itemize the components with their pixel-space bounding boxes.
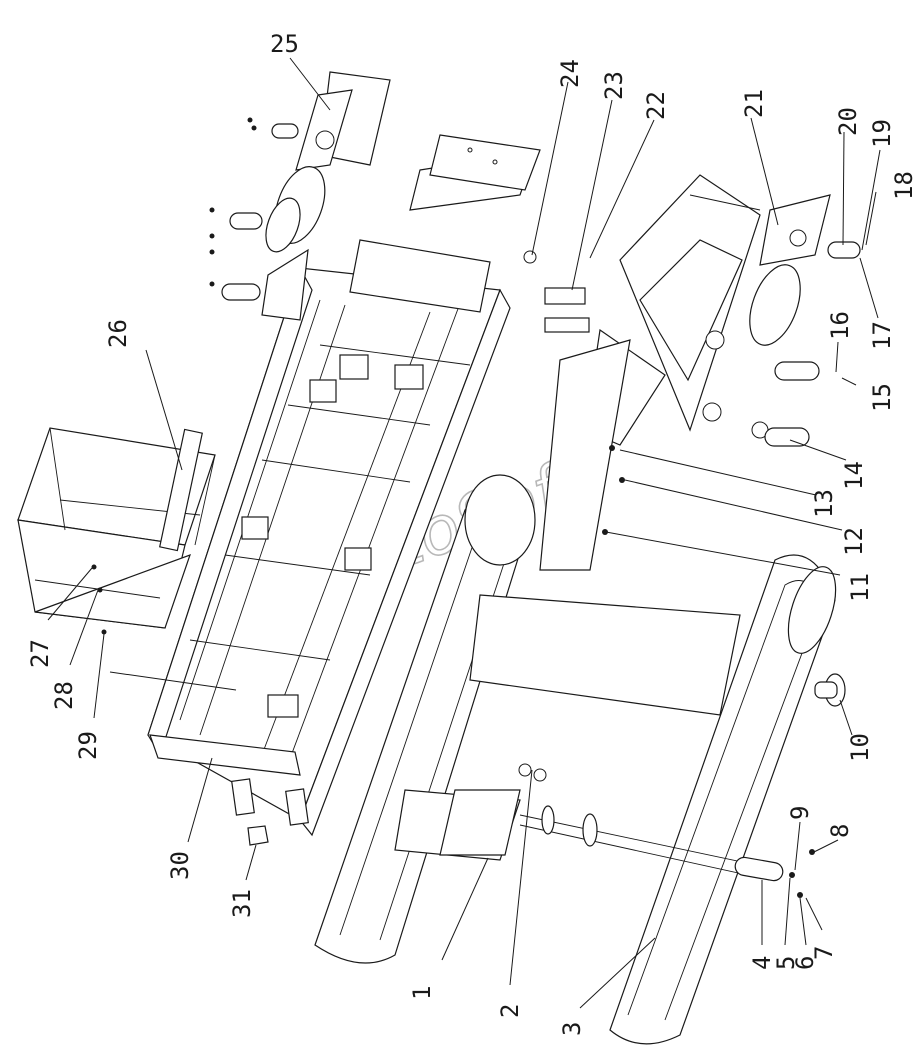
callout-26: 26	[104, 319, 132, 348]
callout-11: 11	[846, 573, 874, 602]
axle-hardware	[91, 250, 846, 898]
callout-27: 27	[26, 639, 54, 668]
leader-lines	[47, 57, 881, 1009]
cylinder-assembly-left	[209, 71, 391, 321]
callout-8: 8	[826, 824, 854, 838]
cylinder-assembly-right	[539, 174, 861, 571]
callout-16: 16	[826, 311, 854, 340]
callout-10: 10	[846, 733, 874, 762]
callout-1: 1	[408, 986, 436, 1000]
callout-24: 24	[556, 59, 584, 88]
callout-25: 25	[270, 30, 299, 58]
callout-labels: 1 2 3 4 5 6 7 8 9 10 11 12 13 14 15 16 1…	[26, 30, 918, 1036]
callout-30: 30	[166, 851, 194, 880]
callout-17: 17	[868, 321, 896, 350]
main-frame	[147, 134, 541, 837]
callout-23: 23	[600, 71, 628, 100]
callout-31: 31	[228, 889, 256, 918]
callout-6: 6	[791, 956, 819, 970]
callout-9: 9	[786, 806, 814, 820]
callout-2: 2	[496, 1004, 524, 1018]
callout-29: 29	[74, 731, 102, 760]
callout-4: 4	[748, 956, 776, 970]
callout-14: 14	[840, 461, 868, 490]
track-assembly	[314, 474, 837, 1045]
callout-15: 15	[868, 383, 896, 412]
box-frame	[17, 427, 216, 629]
callout-19: 19	[868, 119, 896, 148]
callout-22: 22	[642, 91, 670, 120]
callout-5: 5	[772, 956, 800, 970]
callout-3: 3	[558, 1022, 586, 1036]
callout-28: 28	[50, 681, 78, 710]
callout-21: 21	[740, 89, 768, 118]
callout-18: 18	[890, 171, 918, 200]
callout-13: 13	[810, 489, 838, 518]
callout-20: 20	[834, 107, 862, 136]
callout-7: 7	[810, 946, 838, 960]
callout-12: 12	[840, 527, 868, 556]
